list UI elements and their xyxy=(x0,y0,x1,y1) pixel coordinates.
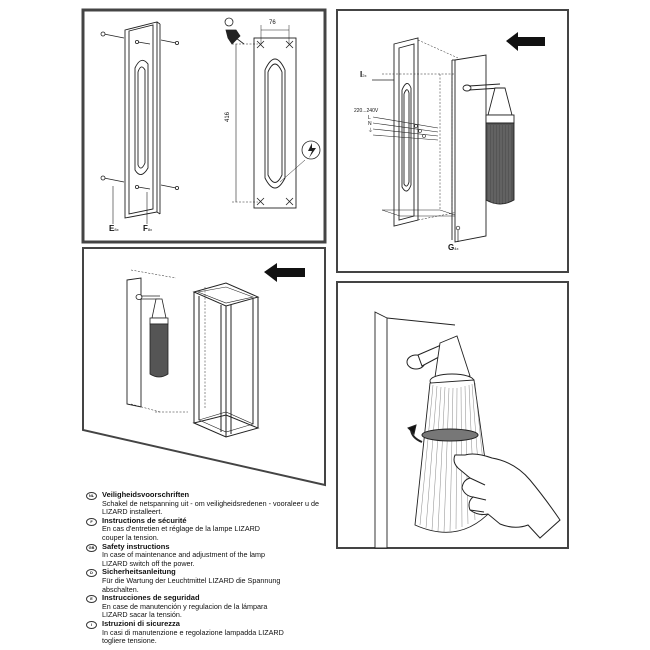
hand xyxy=(453,453,561,539)
language-flag-icon: NL xyxy=(86,492,97,500)
lamp-shade-strands xyxy=(419,382,489,533)
panel-adjustment xyxy=(336,281,569,549)
safety-section-text: abschalten. xyxy=(102,584,139,594)
panel-mounting-dimensions-drawing xyxy=(81,8,327,244)
direction-arrow-icon xyxy=(264,263,305,282)
language-flag-icon: E xyxy=(86,595,97,604)
panel-wiring-drawing xyxy=(336,9,569,273)
dimension-width-label: 76 xyxy=(269,20,276,26)
safety-section-text: Schakel de netspanning uit - om veilighe… xyxy=(102,498,319,508)
part-label-g: G4x xyxy=(448,243,459,252)
language-flag-icon: D xyxy=(86,569,97,578)
safety-section-title: Istruzioni di sicurezza xyxy=(102,618,180,628)
safety-section-title: Sicherheitsanleitung xyxy=(102,567,176,577)
language-flag-icon: I xyxy=(86,620,97,629)
lamp-head xyxy=(135,294,169,378)
safety-section-text: couper la tension. xyxy=(102,532,159,542)
safety-section-title: Instructions de sécurité xyxy=(102,515,187,525)
panel-cage-mounting xyxy=(0,0,340,490)
part-label-f: F8x xyxy=(143,224,153,233)
wire-label-n: N xyxy=(368,121,372,127)
direction-arrow-icon xyxy=(506,32,545,51)
safety-section-text: Für die Wartung der Leuchtmittel LIZARD … xyxy=(102,575,281,585)
safety-section-text: En cas d'entretien et réglage de la lamp… xyxy=(102,524,260,534)
mains-wires xyxy=(372,116,439,141)
lamp-mount-plate xyxy=(374,311,456,549)
safety-section-title: Veiligheidsvoorschriften xyxy=(102,490,190,499)
front-elevation xyxy=(232,25,306,209)
safety-section-text: In casi di manutenzione e regolazione la… xyxy=(102,627,284,637)
language-flag-icon: F xyxy=(86,517,97,526)
screws xyxy=(100,31,179,190)
wire-label-l: L xyxy=(368,115,371,121)
language-flag-icon: GB xyxy=(86,543,97,552)
voltage-label: 220...240V xyxy=(354,108,379,114)
wall-plate xyxy=(124,21,161,219)
drill-icon xyxy=(224,17,245,45)
power-warning-icon xyxy=(301,140,321,160)
safety-section-text: LIZARD switch off the power. xyxy=(102,558,195,568)
safety-section-text: In case of maintenance and adjustment of… xyxy=(102,550,266,560)
safety-section-title: Safety instructions xyxy=(102,541,170,551)
rotation-ring xyxy=(407,424,479,443)
safety-section-text: LIZARD installeert. xyxy=(102,507,163,517)
lamp-mount-plate xyxy=(126,277,142,408)
part-label-e: E8x xyxy=(109,224,119,233)
glass-cage xyxy=(192,282,260,438)
safety-section-text: En case de manutención y regulacion de l… xyxy=(102,601,268,611)
wire-label-earth: ⏚ xyxy=(368,128,374,134)
safety-section-text: LIZARD sacar la tensión. xyxy=(102,610,182,620)
panel-adjustment-drawing xyxy=(336,281,569,549)
panel-wiring: I2x 220...240V L N ⏚ G4x xyxy=(0,0,650,280)
part-label-i: I2x xyxy=(360,70,367,79)
panel-mounting-dimensions: 76 416 E8x F8x xyxy=(0,0,330,245)
safety-section-text: togliere tensione. xyxy=(102,636,157,646)
lamp-shade-ribs xyxy=(488,125,511,205)
screws xyxy=(372,79,461,242)
panel-cage-mounting-drawing xyxy=(82,247,326,487)
lamp-mount-plate xyxy=(451,54,487,243)
rotate-arrow-icon xyxy=(407,424,417,435)
safety-section-title: Instrucciones de seguridad xyxy=(102,593,200,603)
